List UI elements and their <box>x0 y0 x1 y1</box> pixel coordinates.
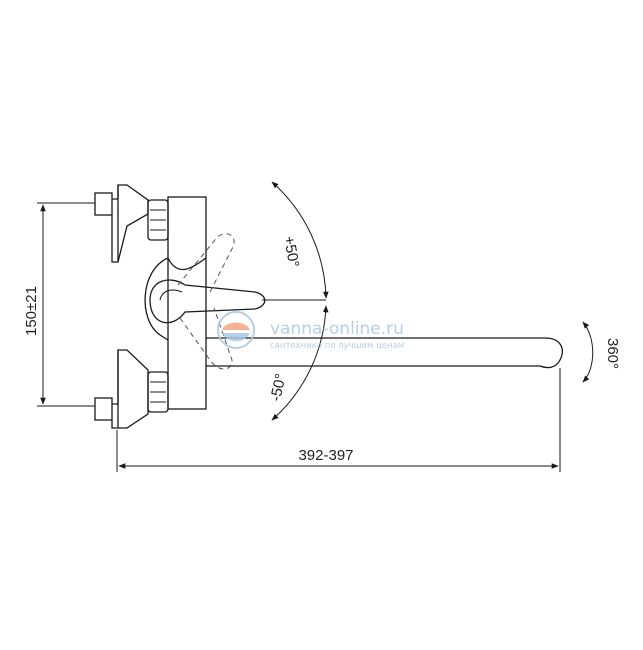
watermark-tagline: сантехника по лучшим ценам <box>270 341 404 351</box>
spout <box>206 337 563 369</box>
mixer-body <box>144 196 207 410</box>
angle-up-label: +50° <box>280 235 302 269</box>
lower-inlet <box>94 349 169 429</box>
height-dimension <box>37 202 95 407</box>
height-label: 150±21 <box>23 286 40 336</box>
length-label: 392-397 <box>298 447 353 464</box>
lever-handle <box>149 279 266 324</box>
length-dimension <box>116 368 561 472</box>
angle-down-label: -50° <box>267 372 289 403</box>
angle-arc <box>262 181 329 421</box>
watermark-logo-icon <box>217 311 255 349</box>
lever-ghost-down <box>179 307 233 370</box>
watermark-site: vanna-online.ru <box>270 319 404 339</box>
upper-inlet <box>94 184 169 263</box>
watermark: vanna-online.ru сантехника по лучшим цен… <box>217 311 404 351</box>
rotation-label: 360° <box>604 338 621 369</box>
rotation-arrow <box>582 321 594 383</box>
lever-ghost-up <box>177 233 235 293</box>
